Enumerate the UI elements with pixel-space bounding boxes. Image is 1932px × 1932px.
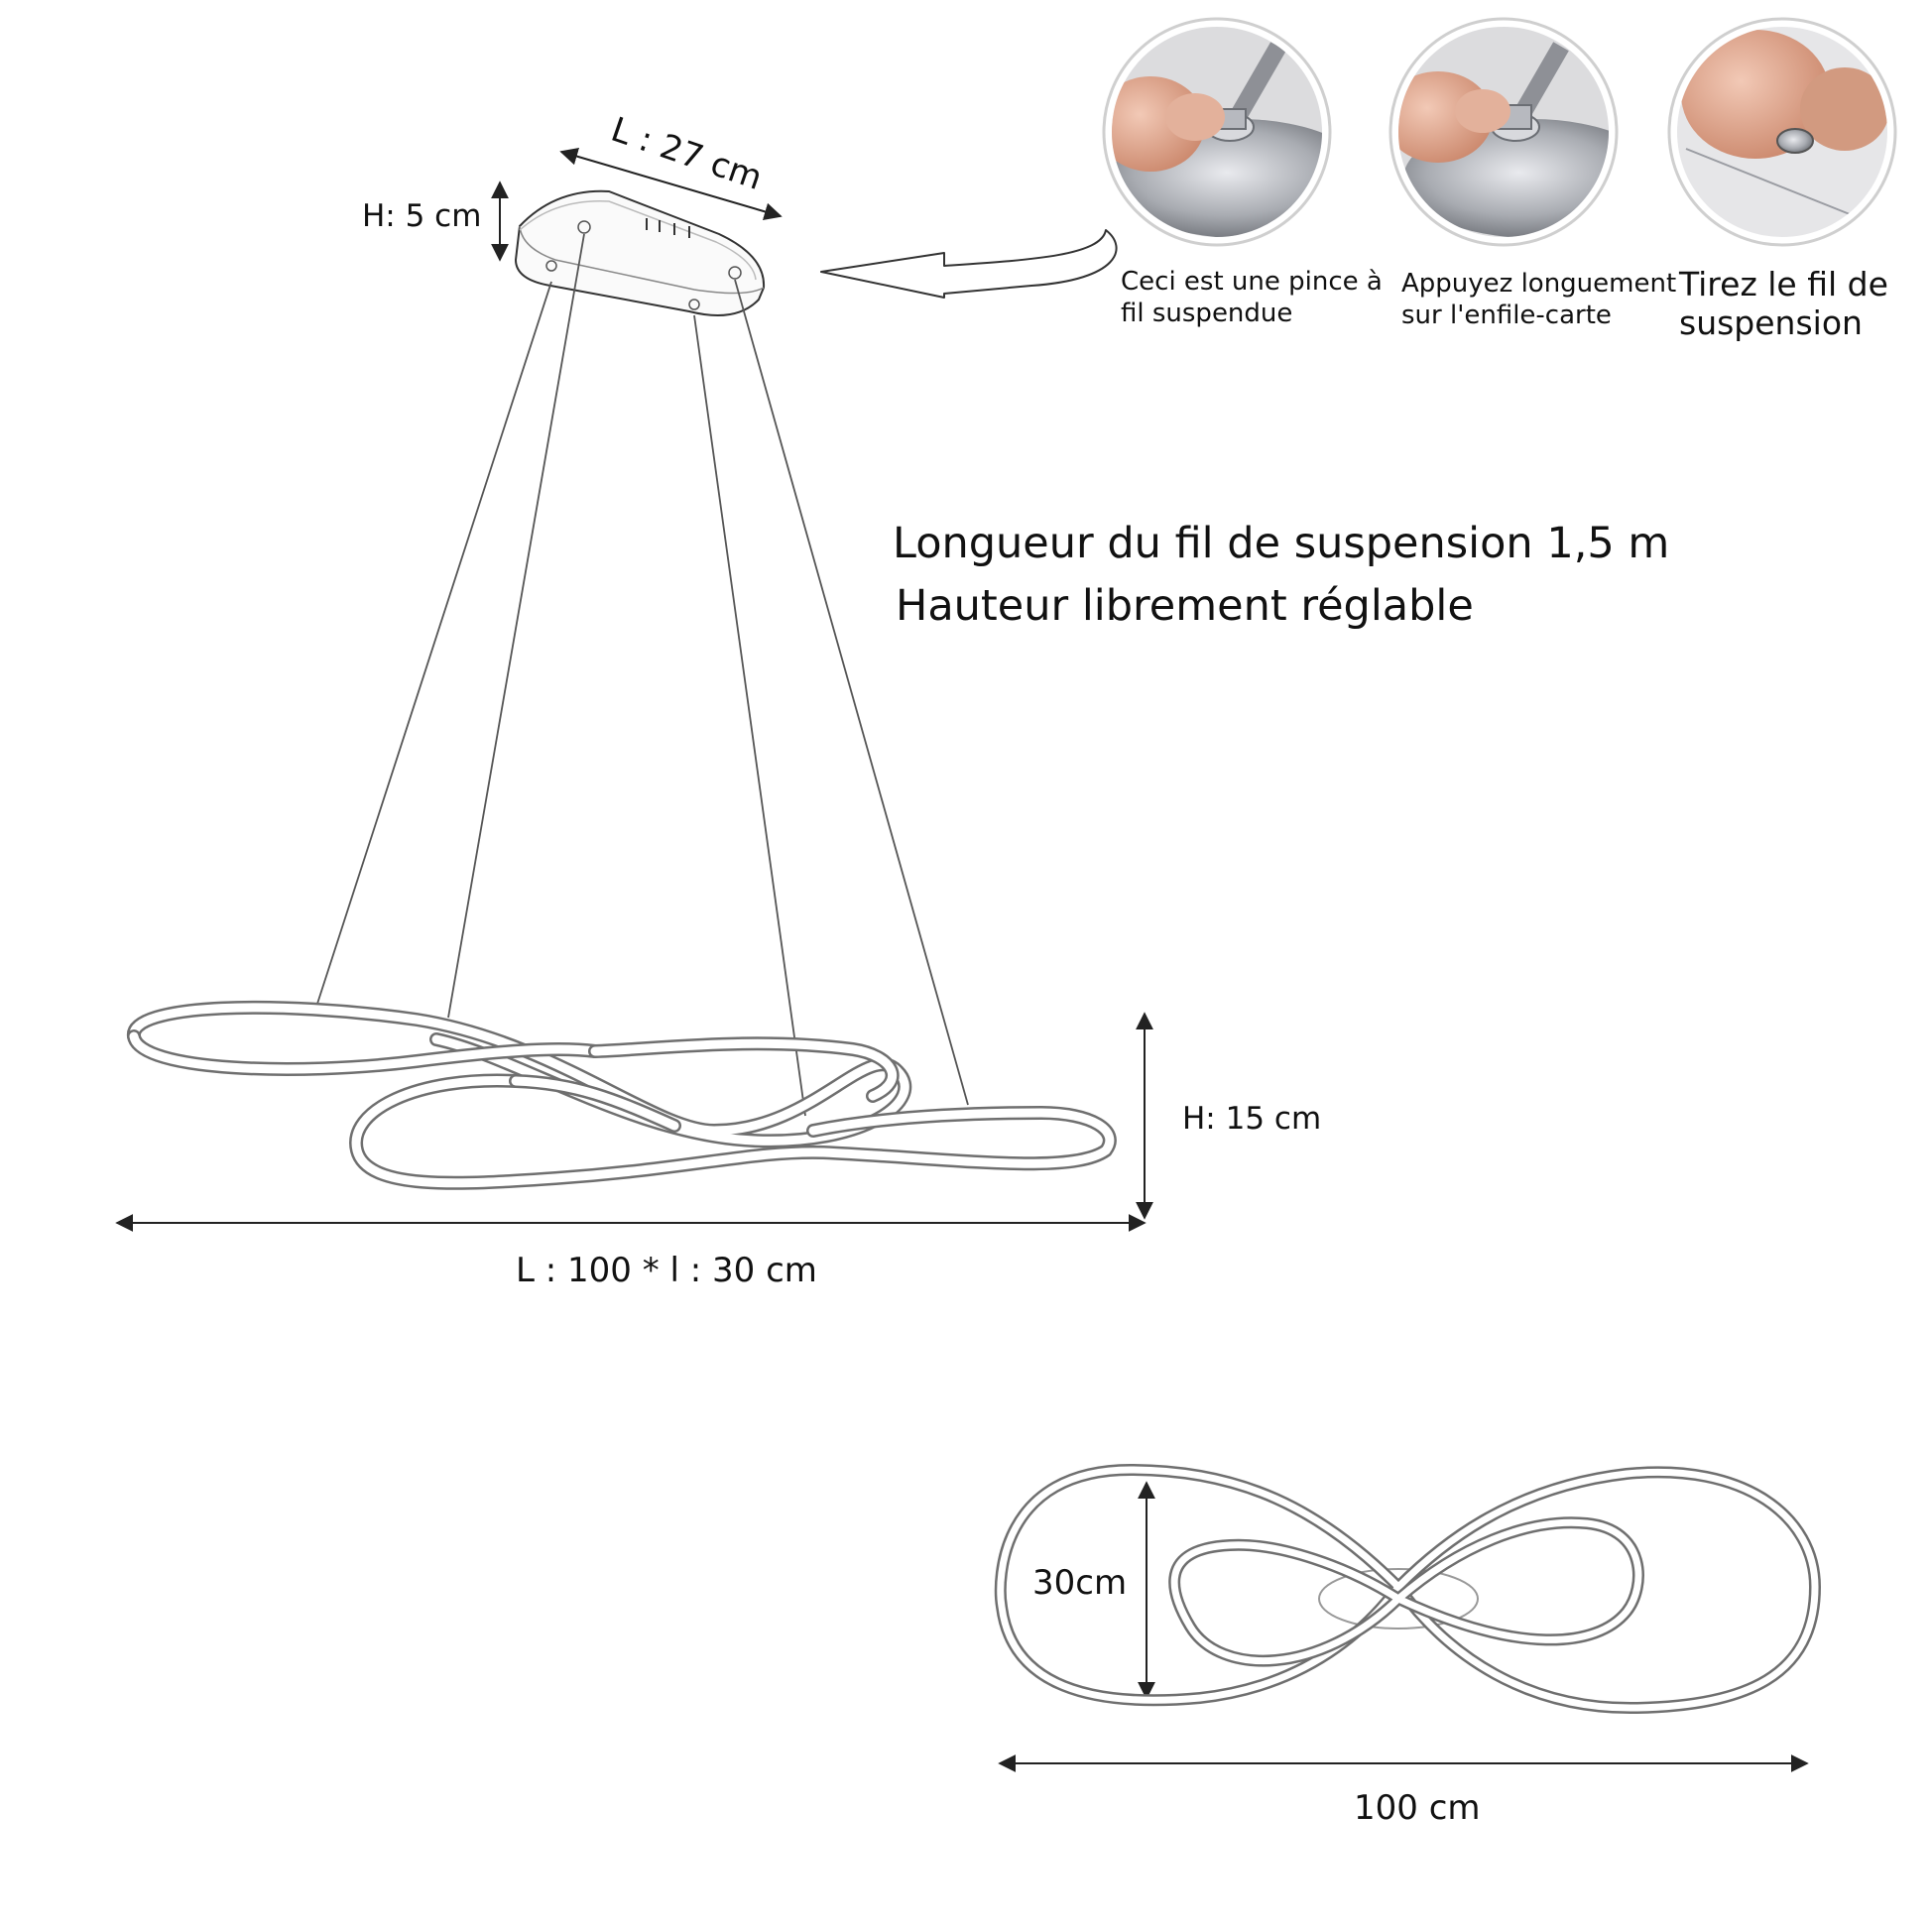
- top-width-label: 30cm: [1032, 1563, 1127, 1603]
- step-3-caption: Tirez le fil de suspension: [1678, 265, 1898, 342]
- height-adjustable-info: Hauteur librement réglable: [896, 581, 1474, 631]
- top-length-label: 100 cm: [1354, 1788, 1481, 1828]
- step-photo-2: [1389, 17, 1619, 247]
- curved-pointer-arrow: [820, 229, 1118, 299]
- lamp-size-label: L : 100 * l : 30 cm: [516, 1251, 817, 1290]
- canopy-length-arrow: [559, 147, 783, 221]
- dimension-lines: [115, 147, 1809, 1772]
- step-photo-3: [1667, 17, 1897, 247]
- ceiling-canopy: [514, 189, 766, 316]
- suspension-wires: [316, 233, 969, 1117]
- lamp-ring-side-view: [127, 1000, 1117, 1190]
- lamp-ring-top-view: [994, 1463, 1822, 1715]
- canopy-length-label: L : 27 cm: [606, 110, 767, 198]
- wire-length-info: Longueur du fil de suspension 1,5 m: [893, 519, 1669, 568]
- step-1-caption: Ceci est une pince à fil suspendue: [1121, 267, 1390, 328]
- canopy-height-label: H: 5 cm: [362, 198, 481, 234]
- step-2-caption: Appuyez longuement sur l'enfile-carte: [1401, 269, 1684, 330]
- lamp-height-label: H: 15 cm: [1182, 1101, 1321, 1137]
- step-photo-1: [1102, 17, 1332, 247]
